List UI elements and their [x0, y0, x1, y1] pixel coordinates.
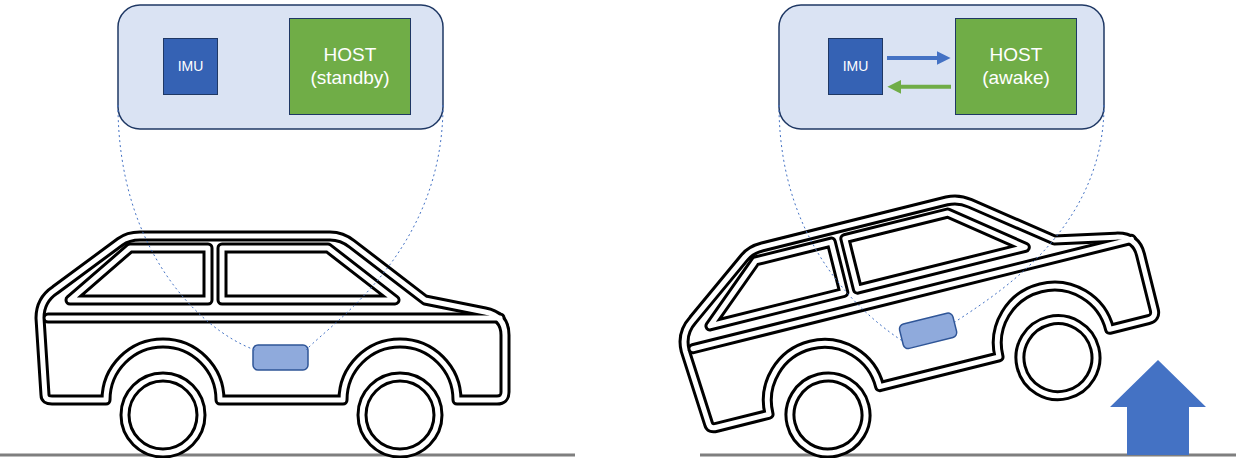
signal-arrow: [887, 56, 938, 60]
node-label: HOST (awake): [970, 44, 1062, 90]
zoom-leader: [779, 105, 904, 342]
lift-arrow: [1110, 360, 1206, 455]
sensor-box: IMU: [828, 38, 883, 95]
car-outline: [665, 159, 1169, 458]
zoom-leader: [118, 105, 255, 350]
sensor-box: IMU: [163, 38, 218, 95]
module-board: [898, 312, 957, 350]
zoom-panel: [779, 5, 1104, 129]
car-level: [40, 236, 505, 453]
host-box: HOST (standby): [289, 18, 411, 115]
zoom-leader: [306, 105, 443, 350]
node-label: IMU: [178, 58, 204, 75]
zoom-leader: [955, 105, 1104, 322]
signal-arrow: [900, 85, 951, 89]
car-outline-inner: [40, 236, 505, 453]
ground-line: [0, 454, 575, 457]
node-label: IMU: [843, 58, 869, 75]
zoom-panel: [118, 5, 443, 129]
car-outline: [40, 236, 505, 453]
car-tilted: [665, 159, 1169, 458]
node-label: HOST (standby): [304, 44, 396, 90]
module-board: [253, 345, 308, 370]
car-outline-inner: [665, 159, 1169, 458]
host-box: HOST (awake): [955, 18, 1077, 115]
